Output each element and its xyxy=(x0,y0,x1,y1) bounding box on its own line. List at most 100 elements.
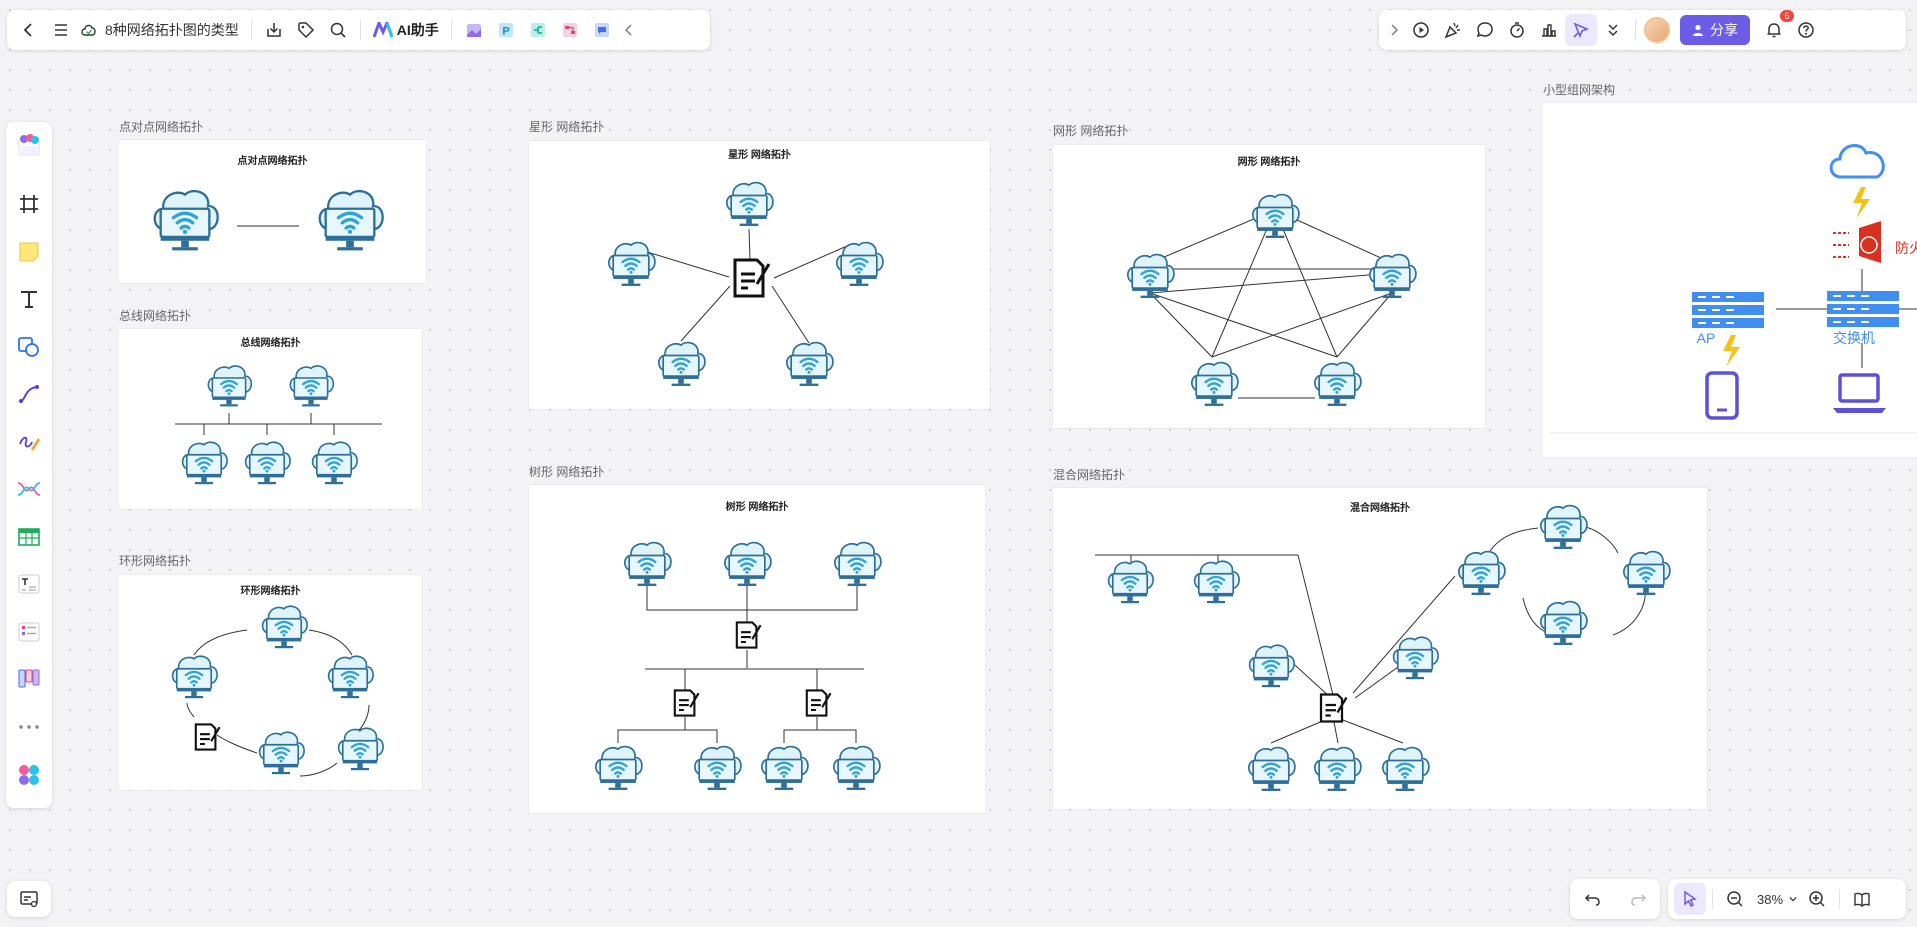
computer-node[interactable] xyxy=(832,745,882,792)
list-card-icon[interactable] xyxy=(14,617,44,647)
zoom-in-icon[interactable] xyxy=(1801,883,1833,915)
more-tools-icon[interactable] xyxy=(14,712,44,742)
menu-icon[interactable] xyxy=(45,14,77,46)
computer-node[interactable] xyxy=(1313,746,1363,793)
expand-chevron-icon[interactable] xyxy=(1383,14,1405,46)
ai-assistant-button[interactable]: AI助手 xyxy=(367,20,445,40)
computer-node[interactable] xyxy=(833,541,883,588)
frame-label-star[interactable]: 星形 网络拓扑 xyxy=(529,120,605,134)
computer-node[interactable] xyxy=(261,605,309,650)
frame-tool-icon[interactable] xyxy=(14,189,44,219)
parking-p-icon[interactable]: P xyxy=(490,14,522,46)
frame-label-tree[interactable]: 树形 网络拓扑 xyxy=(529,465,605,479)
comment-icon[interactable] xyxy=(1469,14,1501,46)
vote-icon[interactable] xyxy=(1533,14,1565,46)
computer-node[interactable] xyxy=(311,441,359,486)
hub-device[interactable] xyxy=(733,258,771,298)
timer-icon[interactable] xyxy=(1501,14,1533,46)
text-card-icon[interactable] xyxy=(14,569,44,599)
computer-node[interactable] xyxy=(327,655,375,700)
computer-node[interactable] xyxy=(725,181,775,228)
computer-node[interactable] xyxy=(760,745,810,792)
frame-label-p2p[interactable]: 点对点网络拓扑 xyxy=(119,120,204,134)
frame-small-network[interactable]: 防火 交换机 AP xyxy=(1543,103,1917,457)
template-library-icon[interactable] xyxy=(14,130,44,160)
zoom-dropdown-chevron-icon[interactable] xyxy=(1785,883,1801,915)
computer-node[interactable] xyxy=(1247,746,1297,793)
computer-node[interactable] xyxy=(337,727,385,772)
computer-node[interactable] xyxy=(244,441,292,486)
computer-node[interactable] xyxy=(289,364,335,408)
pen-draw-icon[interactable] xyxy=(14,427,44,457)
frame-label-ring[interactable]: 环形网络拓扑 xyxy=(119,554,192,568)
hub-device[interactable] xyxy=(1319,693,1348,723)
kanban-icon[interactable] xyxy=(14,664,44,694)
hub-device[interactable] xyxy=(673,689,700,717)
flowchart-icon[interactable] xyxy=(554,14,586,46)
hub-device[interactable] xyxy=(735,621,762,649)
frame-star-topology[interactable]: 星形 网络拓扑 xyxy=(529,141,990,409)
frame-bus-topology[interactable]: 总线网络拓扑 xyxy=(119,329,422,509)
hub-device[interactable] xyxy=(805,689,832,717)
download-icon[interactable] xyxy=(258,14,290,46)
laser-pointer-icon[interactable] xyxy=(1565,14,1597,46)
computer-node[interactable] xyxy=(1251,193,1301,240)
present-play-icon[interactable] xyxy=(1405,14,1437,46)
computer-node[interactable] xyxy=(207,364,253,408)
computer-node[interactable] xyxy=(723,541,773,588)
frame-hybrid-topology[interactable]: 混合网络拓扑 xyxy=(1053,488,1707,809)
connector-line-icon[interactable] xyxy=(14,379,44,409)
share-button[interactable]: 分享 xyxy=(1680,15,1750,45)
computer-node[interactable] xyxy=(153,189,220,253)
computer-node[interactable] xyxy=(1107,560,1155,605)
zoom-level-value[interactable]: 38% xyxy=(1757,891,1784,907)
sticky-note-icon[interactable] xyxy=(14,237,44,267)
computer-node[interactable] xyxy=(657,341,707,388)
computer-node[interactable] xyxy=(1622,550,1672,597)
computer-node[interactable] xyxy=(1190,361,1240,408)
laptop-icon[interactable] xyxy=(1833,373,1886,413)
tag-icon[interactable] xyxy=(290,14,322,46)
undo-icon[interactable] xyxy=(1577,883,1609,915)
computer-node[interactable] xyxy=(181,441,229,486)
cloud-icon[interactable] xyxy=(1829,143,1885,179)
frame-label-hybrid[interactable]: 混合网络拓扑 xyxy=(1053,468,1126,482)
user-avatar[interactable] xyxy=(1644,17,1670,43)
minimap-toggle-button[interactable] xyxy=(7,881,51,917)
hub-device[interactable] xyxy=(194,723,221,751)
book-guide-icon[interactable] xyxy=(1846,883,1878,915)
shape-tool-icon[interactable] xyxy=(14,332,44,362)
ap-icon[interactable] xyxy=(1692,292,1764,328)
computer-node[interactable] xyxy=(835,241,885,288)
search-icon[interactable] xyxy=(322,14,354,46)
celebrate-icon[interactable] xyxy=(1437,14,1469,46)
more-double-chevron-icon[interactable] xyxy=(1597,14,1629,46)
smartphone-icon[interactable] xyxy=(1705,371,1739,420)
document-title[interactable]: 8种网络拓扑图的类型 xyxy=(105,22,239,38)
computer-node[interactable] xyxy=(1193,560,1241,605)
computer-node[interactable] xyxy=(171,655,219,700)
frame-ring-topology[interactable]: 环形网络拓扑 xyxy=(119,575,422,790)
computer-node[interactable] xyxy=(1381,746,1431,793)
notification-bell-icon[interactable]: 6 xyxy=(1758,10,1794,46)
switch-icon[interactable] xyxy=(1827,291,1899,327)
frame-mesh-topology[interactable]: 网形 网络拓扑 xyxy=(1053,145,1485,428)
frame-label-bus[interactable]: 总线网络拓扑 xyxy=(119,309,192,323)
computer-node[interactable] xyxy=(607,241,657,288)
frame-tree-topology[interactable]: 树形 网络拓扑 xyxy=(529,485,985,813)
apps-plugins-icon[interactable] xyxy=(14,760,44,790)
computer-node[interactable] xyxy=(1313,361,1363,408)
frame-label-mesh[interactable]: 网形 网络拓扑 xyxy=(1053,124,1129,138)
ai-image-icon[interactable] xyxy=(458,14,490,46)
firewall-icon[interactable] xyxy=(1833,221,1881,263)
help-icon[interactable] xyxy=(1790,14,1822,46)
computer-node[interactable] xyxy=(1539,504,1589,551)
mindmap-icon[interactable] xyxy=(522,14,554,46)
computer-node[interactable] xyxy=(1457,550,1507,597)
computer-node[interactable] xyxy=(594,745,644,792)
computer-node[interactable] xyxy=(318,189,385,253)
computer-node[interactable] xyxy=(1248,644,1296,689)
computer-node[interactable] xyxy=(1539,600,1589,647)
collapse-chevron-icon[interactable] xyxy=(618,14,640,46)
computer-node[interactable] xyxy=(258,731,306,776)
